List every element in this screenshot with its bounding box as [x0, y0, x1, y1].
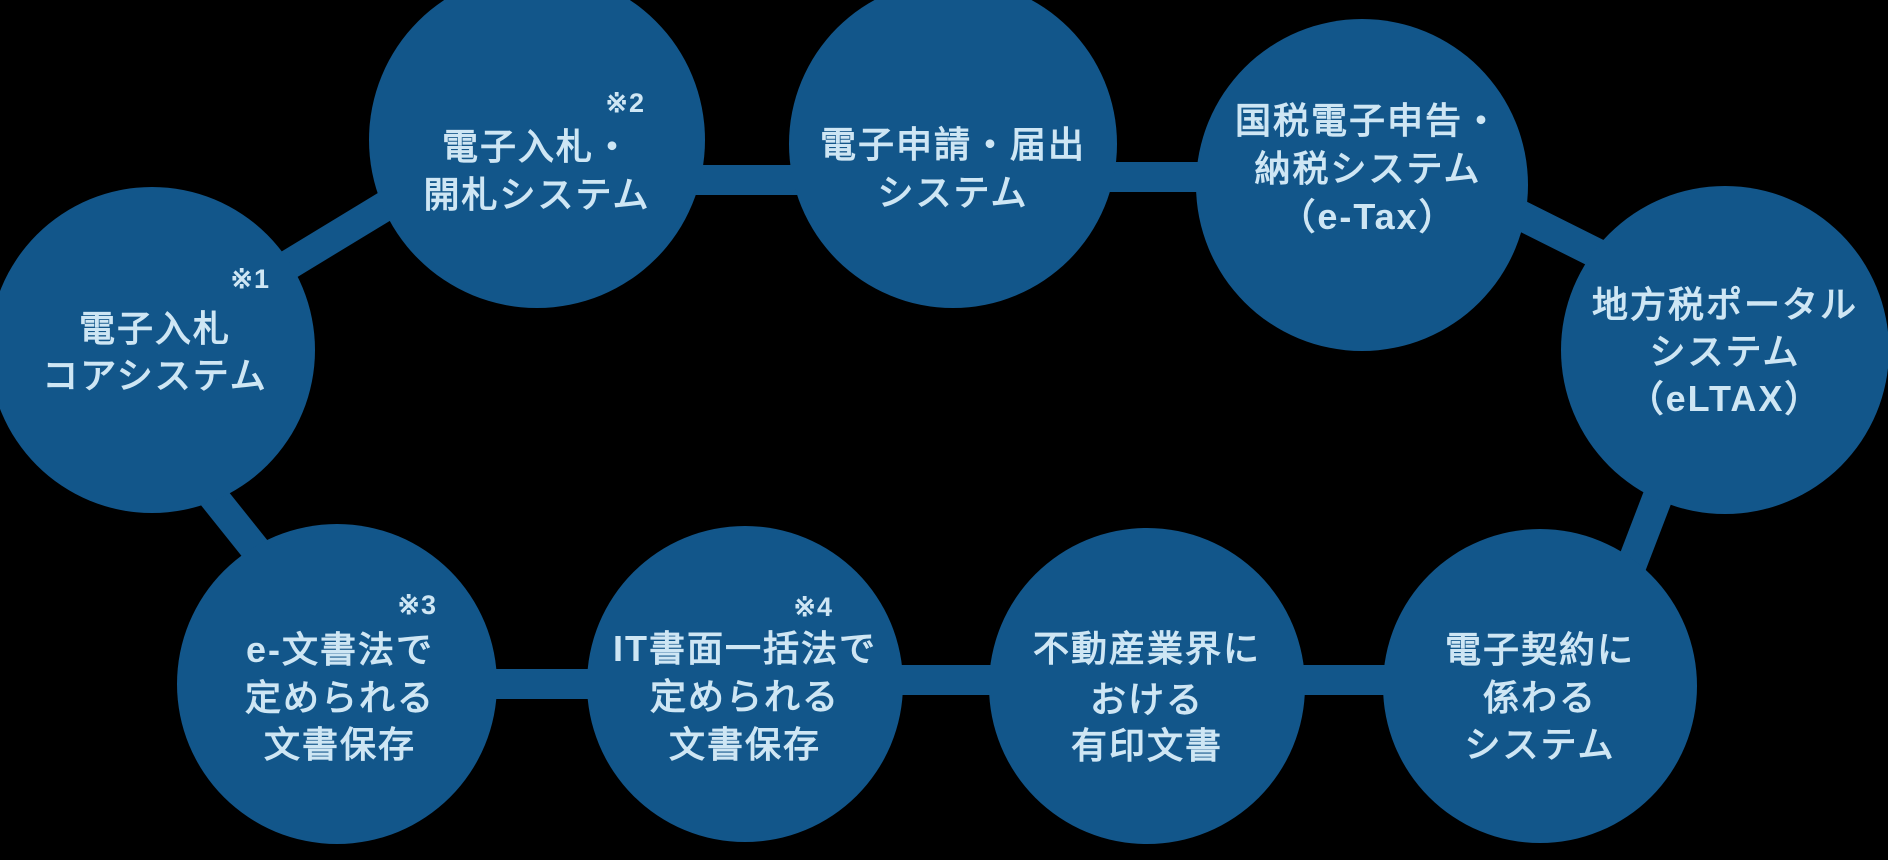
- node-denshi-nyusatsu-kaisatsu: ※2 電子入札・開札システム: [369, 0, 705, 308]
- node-label-fudosan-yuin-bunsho-line-2: 有印文書: [1071, 725, 1223, 766]
- node-label-e-bunshoho-hozon-line-1: 定められる: [245, 677, 435, 718]
- node-label-denshi-shinsei-todokede-line-1: システム: [878, 172, 1029, 213]
- node-label-e-bunshoho-hozon-line-2: 文書保存: [264, 724, 416, 765]
- node-label-fudosan-yuin-bunsho-line-1: おける: [1090, 679, 1204, 720]
- node-label-denshi-keiyaku-system-line-0: 電子契約に: [1445, 629, 1635, 670]
- node-label-denshi-nyusatsu-core-line-0: 電子入札: [79, 308, 231, 349]
- node-label-e-bunshoho-hozon-line-0: e-文書法で: [246, 629, 434, 670]
- node-label-denshi-nyusatsu-core-line-1: コアシステム: [42, 355, 267, 396]
- node-note-denshi-nyusatsu-kaisatsu: ※2: [605, 88, 645, 118]
- node-circle-denshi-keiyaku-system: [1383, 529, 1697, 843]
- node-label-denshi-nyusatsu-kaisatsu-line-0: 電子入札・: [442, 126, 632, 167]
- node-label-chihozei-eltax-line-2: （eLTAX）: [1628, 378, 1823, 419]
- node-circle-chihozei-eltax: [1561, 186, 1888, 514]
- node-label-chihozei-eltax-line-0: 地方税ポータル: [1592, 284, 1858, 325]
- node-note-denshi-nyusatsu-core: ※1: [230, 264, 270, 294]
- node-circle-denshi-nyusatsu-kaisatsu: [369, 0, 705, 308]
- node-label-it-shomen-ikkatsuho-line-2: 文書保存: [669, 724, 821, 765]
- node-label-denshi-nyusatsu-kaisatsu-line-1: 開札システム: [424, 174, 651, 215]
- node-circle-denshi-nyusatsu-core: [0, 187, 315, 513]
- node-label-kokuzei-etax-line-0: 国税電子申告・: [1235, 100, 1501, 141]
- node-circle-e-bunshoho-hozon: [177, 524, 497, 844]
- node-label-kokuzei-etax-line-2: （e-Tax）: [1279, 196, 1456, 237]
- node-label-fudosan-yuin-bunsho-line-0: 不動産業界に: [1033, 628, 1261, 669]
- node-note-it-shomen-ikkatsuho: ※4: [793, 592, 833, 622]
- node-label-denshi-keiyaku-system-line-1: 係わる: [1483, 677, 1597, 718]
- node-label-kokuzei-etax-line-1: 納税システム: [1255, 148, 1482, 189]
- node-label-it-shomen-ikkatsuho-line-1: 定められる: [650, 676, 840, 717]
- node-label-it-shomen-ikkatsuho-line-0: IT書面一括法で: [613, 628, 877, 669]
- node-kokuzei-etax: 国税電子申告・納税システム （e-Tax）: [1196, 19, 1528, 351]
- node-label-denshi-shinsei-todokede-line-0: 電子申請・届出: [820, 124, 1086, 165]
- node-circle-fudosan-yuin-bunsho: [989, 528, 1305, 844]
- node-circle-it-shomen-ikkatsuho: [587, 526, 903, 842]
- node-circle-denshi-shinsei-todokede: [789, 0, 1117, 308]
- node-label-chihozei-eltax-line-1: システム: [1650, 331, 1801, 372]
- node-note-e-bunshoho-hozon: ※3: [397, 590, 437, 620]
- node-label-denshi-keiyaku-system-line-2: システム: [1465, 724, 1616, 765]
- node-circle-kokuzei-etax: [1196, 19, 1528, 351]
